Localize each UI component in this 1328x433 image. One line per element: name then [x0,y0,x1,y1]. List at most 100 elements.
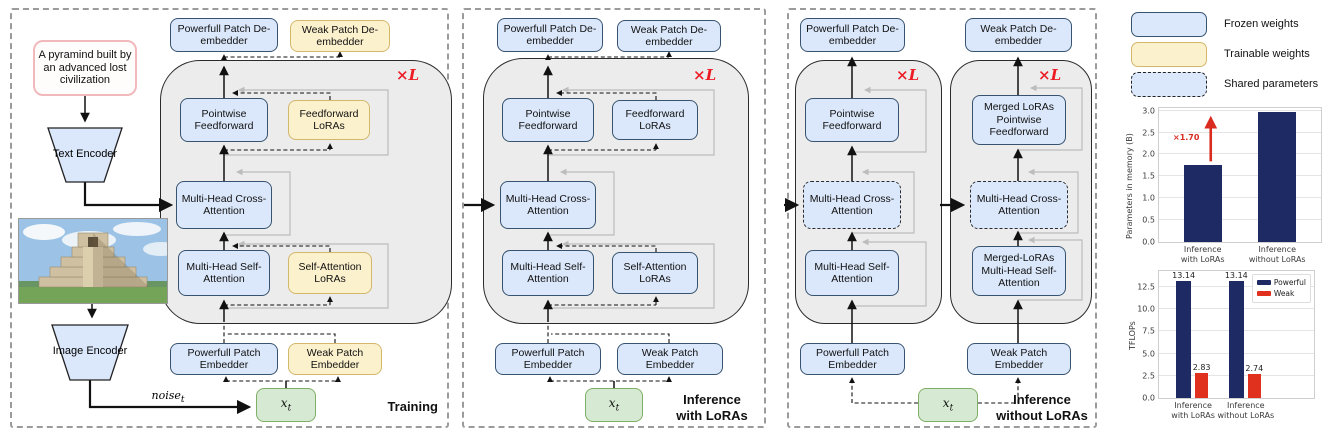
panel-title-training: Training [387,399,438,414]
legend-series-name: Weak [1273,289,1295,299]
bar [1176,281,1192,398]
gridline [1159,197,1321,199]
shared-cross-attention: Multi-Head Cross-Attention [970,181,1068,229]
legend-swatch [1256,280,1271,286]
loop-count-label: ×L [896,66,920,84]
de-embedder-weak: Weak Patch De-embedder [965,18,1072,52]
loop-count-label: ×L [1038,66,1062,84]
bar [1195,372,1209,398]
annotation-arrow [1204,115,1218,162]
y-tick-label: 5.0 [1142,349,1155,359]
legend-row: Shared parameters [1128,72,1328,97]
text-prompt: A pyramind built by an advanced lost civ… [33,40,137,96]
bar [1258,111,1297,242]
self-attention-loras: Self-Attention LoRAs [612,252,698,294]
y-tick-label: 3.0 [1142,106,1155,116]
legend-row: Frozen weights [1128,12,1328,37]
legend-label: Trainable weights [1224,48,1310,60]
pointwise-feedforward: Pointwise Feedforward [502,98,594,142]
y-tick-label: 10.0 [1137,304,1155,314]
bar [1247,373,1261,398]
shared-parameters-swatch [1131,72,1207,97]
bar-value-label: 13.14 [1224,271,1248,281]
y-tick-label: 7.5 [1142,326,1155,336]
gridline [1159,219,1321,221]
y-tick-label: 1.5 [1142,171,1155,181]
panel-title-inference-with-loras: Inference with LoRAs [676,392,748,423]
loop-count-label: ×L [396,66,420,84]
de-embedder-powerful: Powerfull Patch De-embedder [800,18,905,52]
panel-inference-without-loras [787,8,1097,428]
de-embedder-weak: Weak Patch De-embedder [290,20,390,52]
self-attention-loras: Self-Attention LoRAs [288,252,372,294]
image-encoder: Image Encoder [52,345,128,358]
bar [1183,165,1222,242]
image-encoder-shape [51,324,129,381]
embedder-weak: Weak Patch Embedder [617,343,723,375]
bar-value-label: 2.74 [1245,363,1264,373]
panel-title-inference-without-loras: Inference without LoRAs [996,392,1088,423]
loop-count-label: ×L [693,66,717,84]
legend-series-name: Powerful [1273,278,1306,287]
text-encoder: Text Encoder [52,148,118,161]
embedder-weak: Weak Patch Embedder [967,343,1071,375]
gridline [1159,131,1321,133]
y-tick-label: 0.0 [1142,237,1155,247]
gridline [1159,153,1321,155]
self-attention: Multi-Head Self-Attention [502,250,594,296]
legend-label: Shared parameters [1224,78,1319,90]
y-axis-label: Parameters in memory (B) [1125,133,1134,239]
gridline [1159,109,1321,111]
chart-legend-entry: Powerful [1256,277,1306,288]
bar-value-label: 2.83 [1192,362,1211,372]
y-axis-label: TFLOPs [1128,321,1137,350]
cross-attention: Multi-Head Cross-Attention [176,181,272,229]
embedder-powerful: Powerfull Patch Embedder [800,343,905,375]
panel-inference-with-loras [462,8,766,428]
text-encoder-shape [47,127,123,183]
y-tick-label: 2.5 [1142,128,1155,138]
gridline [1159,175,1321,177]
chart-legend-entry: Weak [1256,288,1306,299]
trainable-weights-swatch [1131,42,1207,67]
y-tick-label: 2.0 [1142,149,1155,159]
pyramid-photo [18,218,168,304]
merged-pointwise-feedforward: Merged LoRAs Pointwise Feedforward [972,95,1066,145]
embedder-powerful: Powerfull Patch Embedder [170,343,278,375]
latent-xt: xt [256,388,316,422]
noise-label: noiset [151,388,185,405]
merged-self-attention: Merged-LoRAs Multi-Head Self-Attention [972,246,1066,296]
feedforward-loras: Feedforward LoRAs [612,100,698,140]
annotation-label: ×1.70 [1173,133,1200,143]
frozen-weights-swatch [1131,12,1207,37]
latent-xt: xt [918,388,978,422]
legend-label: Frozen weights [1224,18,1299,30]
pointwise-feedforward: Pointwise Feedforward [805,98,899,142]
bar-value-label: 13.14 [1172,271,1196,281]
de-embedder-weak: Weak Patch De-embedder [617,20,721,52]
cross-attention: Multi-Head Cross-Attention [500,181,596,229]
self-attention: Multi-Head Self-Attention [178,250,270,296]
y-tick-label: 1.0 [1142,193,1155,203]
memory-bar-chart: Parameters in memory (B) 0.0 0.5 1.0 1.5 2.0 2… [1118,96,1328,266]
legend-row: Trainable weights [1128,42,1328,67]
y-tick-label: 0.5 [1142,215,1155,225]
y-tick-label: 12.5 [1137,282,1155,292]
pointwise-feedforward: Pointwise Feedforward [180,98,268,142]
self-attention: Multi-Head Self-Attention [805,250,899,296]
latent-xt: xt [585,388,643,422]
y-tick-label: 0.0 [1142,393,1155,403]
de-embedder-powerful: Powerfull Patch De-embedder [497,18,603,52]
embedder-powerful: Powerfull Patch Embedder [495,343,601,375]
bar [1228,281,1244,398]
